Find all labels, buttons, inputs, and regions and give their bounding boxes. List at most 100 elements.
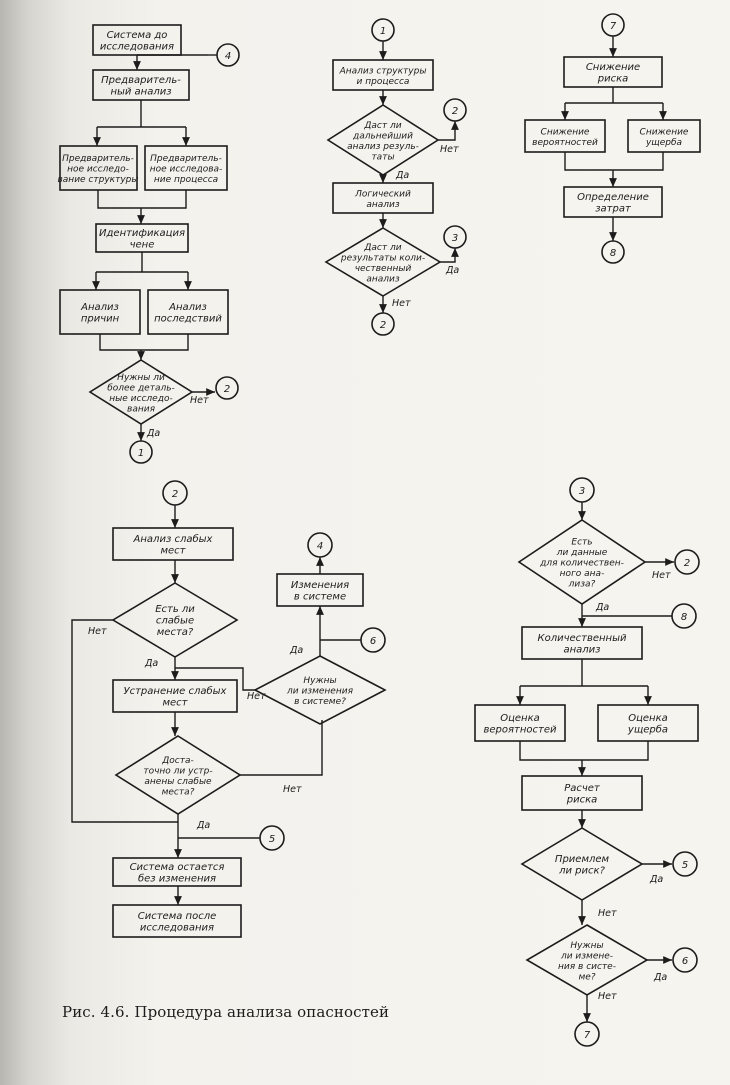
- label-line: без изменения: [138, 872, 216, 884]
- a-conn-2-label: 2: [224, 384, 230, 395]
- label-line: Количественный: [537, 633, 627, 644]
- label-line: Система после: [138, 911, 217, 922]
- e-conn-5: [672, 851, 698, 877]
- e-conn-7-label: 7: [584, 1030, 591, 1041]
- e-conn-3-label: 3: [579, 486, 585, 497]
- label-line: места?: [157, 627, 194, 638]
- e-conn-5-label: 5: [682, 860, 688, 871]
- label-line: Снижение: [640, 127, 689, 137]
- d-yes-label-3: Да: [289, 645, 303, 656]
- d-conn-4-label: 4: [317, 541, 323, 552]
- a-conn-4-label: 4: [225, 51, 231, 62]
- label-line: исследования: [100, 41, 174, 52]
- label-line: в системе?: [294, 697, 346, 707]
- label-line: Есть: [571, 538, 592, 548]
- label-line: анализ: [366, 200, 400, 210]
- c-conn-8-label: 8: [610, 248, 616, 259]
- panel-e-tail: 7: [574, 1000, 600, 1047]
- e-conn-8-label: 8: [681, 612, 687, 623]
- label-line: риска: [566, 794, 598, 805]
- label-line: Нужны: [303, 676, 336, 686]
- label-line: Нужны: [570, 941, 603, 951]
- d-conn-2-label: 2: [172, 489, 178, 500]
- label-line: ли изменения: [286, 687, 354, 697]
- label-line: Логический: [354, 189, 411, 199]
- label-line: ные исследо-: [109, 394, 172, 404]
- label-line: анализ: [563, 644, 600, 655]
- b-yes-label-1: Да: [395, 170, 409, 181]
- label-line: ущерба: [645, 138, 682, 148]
- e-yes-label-3: Да: [653, 972, 667, 983]
- d-decision-3: [253, 655, 387, 725]
- label-line: мест: [162, 697, 188, 708]
- label-line: лиза?: [568, 580, 596, 590]
- label-line: Устранение слабых: [124, 685, 227, 697]
- d-conn-4: [307, 532, 333, 558]
- label-line: Анализ структуры: [339, 66, 427, 76]
- label-line: Даст ли: [363, 243, 401, 253]
- e-conn-6-label: 6: [682, 956, 688, 967]
- d-no-label-2: Нет: [283, 784, 302, 795]
- label-line: ли измене-: [560, 951, 613, 961]
- label-line: Доста-: [161, 756, 194, 766]
- label-line: ме?: [578, 972, 595, 982]
- c-conn-8: [601, 240, 625, 264]
- d-conn-5-label: 5: [269, 834, 275, 845]
- d-same-box: [112, 857, 242, 887]
- label-line: точно ли устр-: [143, 766, 212, 776]
- label-line: таты: [371, 152, 394, 162]
- label-line: причин: [81, 313, 120, 324]
- a-prelim-label: Предваритель-ный анализ: [101, 75, 181, 98]
- label-line: вание структуры: [57, 175, 138, 185]
- b-no-label-2: Нет: [392, 298, 411, 309]
- label-line: Анализ: [168, 302, 207, 313]
- d-weak-box: [112, 527, 234, 561]
- label-line: Система остается: [130, 862, 225, 873]
- label-line: для количествен-: [539, 559, 624, 569]
- label-line: более деталь-: [107, 383, 175, 393]
- e-conn-7: [574, 1021, 600, 1047]
- b-conn-3-label: 3: [452, 233, 458, 244]
- label-line: результаты коли-: [340, 253, 425, 263]
- d-yes-label-1: Да: [144, 658, 158, 669]
- c-dmg-box: [627, 119, 701, 153]
- label-line: Система до: [107, 30, 168, 41]
- a-no-label: Нет: [190, 395, 209, 406]
- label-line: Предваритель-: [62, 154, 134, 164]
- label-line: ния в систе-: [558, 962, 616, 972]
- label-line: Снижение: [541, 127, 590, 137]
- label-line: Нужны ли: [117, 373, 165, 383]
- b-conn-2b-label: 2: [380, 320, 386, 331]
- label-line: Оценка: [628, 713, 668, 724]
- label-line: последствий: [154, 313, 222, 324]
- label-line: Снижение: [586, 62, 640, 73]
- label-line: ное исследо-: [67, 165, 129, 175]
- d-no-label-3: Нет: [247, 691, 266, 702]
- label-line: Определение: [577, 192, 649, 203]
- a-yes-label: Да: [146, 428, 160, 439]
- e-yes-label-2: Да: [649, 874, 663, 885]
- label-line: Предваритель-: [150, 154, 222, 164]
- label-line: вероятностей: [484, 724, 557, 735]
- e-no-label-2: Нет: [598, 908, 617, 919]
